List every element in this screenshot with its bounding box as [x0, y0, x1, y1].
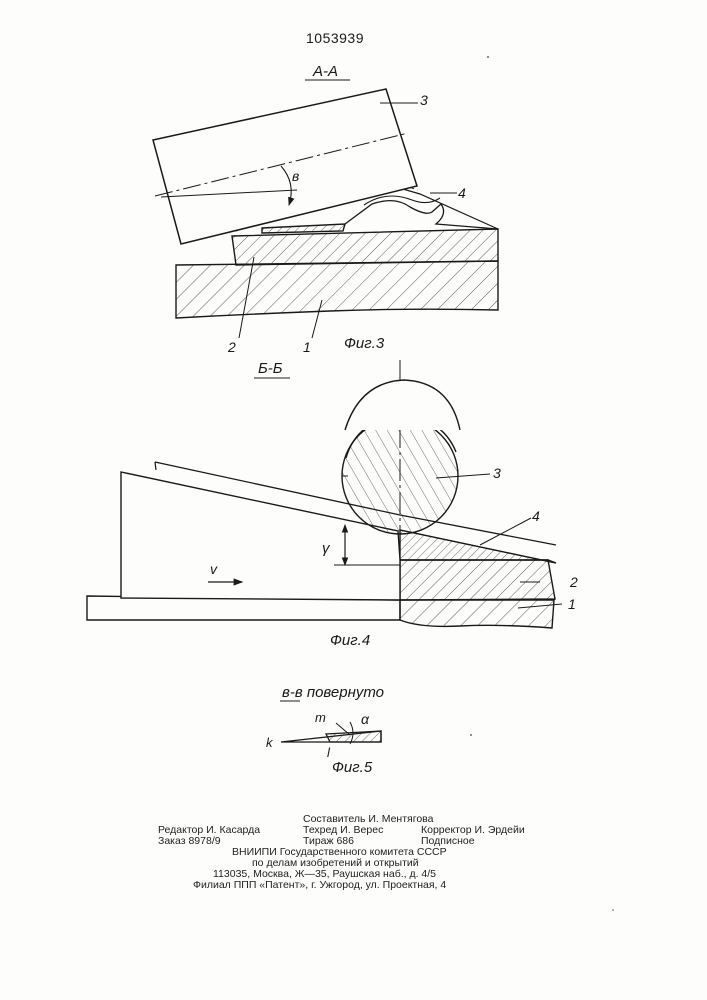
- fig4-roller: [342, 418, 458, 534]
- fig3-insert: [262, 224, 345, 233]
- fig4-base-hatched: [400, 600, 554, 628]
- fig5-section-label: в-в повернуто: [282, 684, 384, 701]
- fig5-point-k: k: [266, 735, 274, 750]
- fig3-section-label: А-А: [312, 63, 338, 80]
- fig3-label-4: 4: [458, 185, 466, 201]
- fig3-caption: Фиг.3: [344, 335, 385, 352]
- figure-3: А-А в: [153, 63, 498, 355]
- figure-4: Б-Б γ: [87, 360, 578, 649]
- fig4-motion-label: v: [210, 561, 218, 577]
- imprint-order: Заказ 8978/9: [158, 836, 221, 847]
- scan-artifacts: [470, 56, 614, 911]
- figure-5: в-в повернуто m α k l Фиг.5: [266, 684, 384, 776]
- fig3-body-plate: [232, 229, 498, 265]
- fig4-label-3: 3: [493, 465, 501, 481]
- fig5-point-l: l: [327, 745, 331, 760]
- fig4-body: [400, 560, 555, 600]
- fig3-base-plate: [176, 261, 498, 318]
- fig4-label-1: 1: [568, 596, 576, 612]
- fig3-chipbreaker: [345, 201, 498, 229]
- fig4-label-2: 2: [569, 574, 578, 590]
- fig5-point-m: m: [315, 710, 326, 725]
- fig3-label-3: 3: [420, 92, 428, 108]
- fig3-tool: [153, 89, 417, 244]
- fig4-label-4: 4: [532, 508, 540, 524]
- fig5-caption: Фиг.5: [332, 759, 373, 776]
- fig3-angle-label: в: [292, 168, 299, 184]
- fig3-label-1: 1: [303, 339, 311, 355]
- fig4-caption: Фиг.4: [330, 632, 370, 649]
- fig3-label-2: 2: [227, 339, 236, 355]
- fig5-angle-label: α: [361, 711, 370, 727]
- imprint-branch: Филиал ППП «Патент», г. Ужгород, ул. Про…: [193, 880, 446, 891]
- fig4-section-label: Б-Б: [258, 360, 283, 377]
